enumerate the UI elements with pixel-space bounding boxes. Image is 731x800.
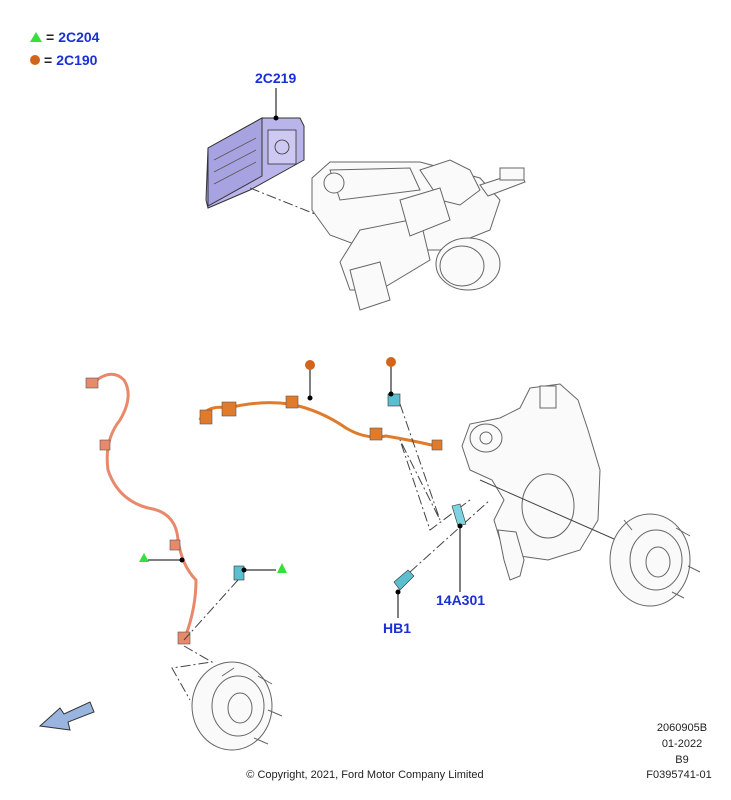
rear-sensor-harness <box>198 395 443 451</box>
variant-code: B9 <box>675 754 689 766</box>
front-wheel-hub <box>191 661 283 751</box>
legend-equals: = <box>46 29 55 45</box>
rear-marker-dot-1 <box>305 360 315 370</box>
module-leader-dot <box>273 115 279 121</box>
wheel-speed-sensor-hb1 <box>393 569 415 591</box>
legend-row-2c204: = 2C204 <box>30 29 99 45</box>
green-triangle-icon <box>30 32 42 42</box>
rear-marker-dot-2 <box>386 357 396 367</box>
sensor-bracket <box>451 503 467 527</box>
orange-dot-icon <box>30 55 40 65</box>
legend-row-2c190: = 2C190 <box>30 52 97 68</box>
figure-id: F0395741-01 <box>646 769 712 781</box>
legend-code-2c204: 2C204 <box>58 29 100 45</box>
callout-sensor: HB1 <box>383 620 412 636</box>
ref-code: 2060905B <box>656 722 708 734</box>
front-marker-triangle-right <box>277 563 287 573</box>
vehicle-front-arrow-icon <box>38 701 95 731</box>
front-sensor-harness <box>85 372 198 645</box>
sensor-leader-dot <box>395 589 401 595</box>
abs-module <box>205 117 305 209</box>
sensor-dash-line <box>409 499 491 573</box>
rear-wheel-hub <box>609 513 701 607</box>
rear-wheel-speed-sensor <box>387 393 401 407</box>
rear-dash-line <box>399 403 471 531</box>
front-marker-leader-left-dot <box>179 557 185 563</box>
rear-marker-leader-1-dot <box>307 395 313 401</box>
legend-code-2c190: 2C190 <box>56 52 98 68</box>
legend-equals: = <box>44 52 53 68</box>
bracket-leader-dot <box>457 523 463 529</box>
hydraulic-unit <box>311 159 526 311</box>
front-marker-triangle-left <box>139 553 149 562</box>
knuckle-axle-line <box>479 479 631 547</box>
rear-marker-leader-2-dot <box>388 391 394 397</box>
front-wheel-speed-sensor <box>233 565 245 581</box>
front-marker-leader-right-dot <box>241 567 247 573</box>
date-code: 01-2022 <box>661 738 703 750</box>
callout-module: 2C219 <box>255 70 297 86</box>
steering-knuckle <box>461 383 601 581</box>
front-dash-line-2 <box>171 645 214 701</box>
callout-bracket: 14A301 <box>436 592 486 608</box>
copyright-text: © Copyright, 2021, Ford Motor Company Li… <box>246 769 484 781</box>
front-dash-line-1 <box>183 579 239 641</box>
